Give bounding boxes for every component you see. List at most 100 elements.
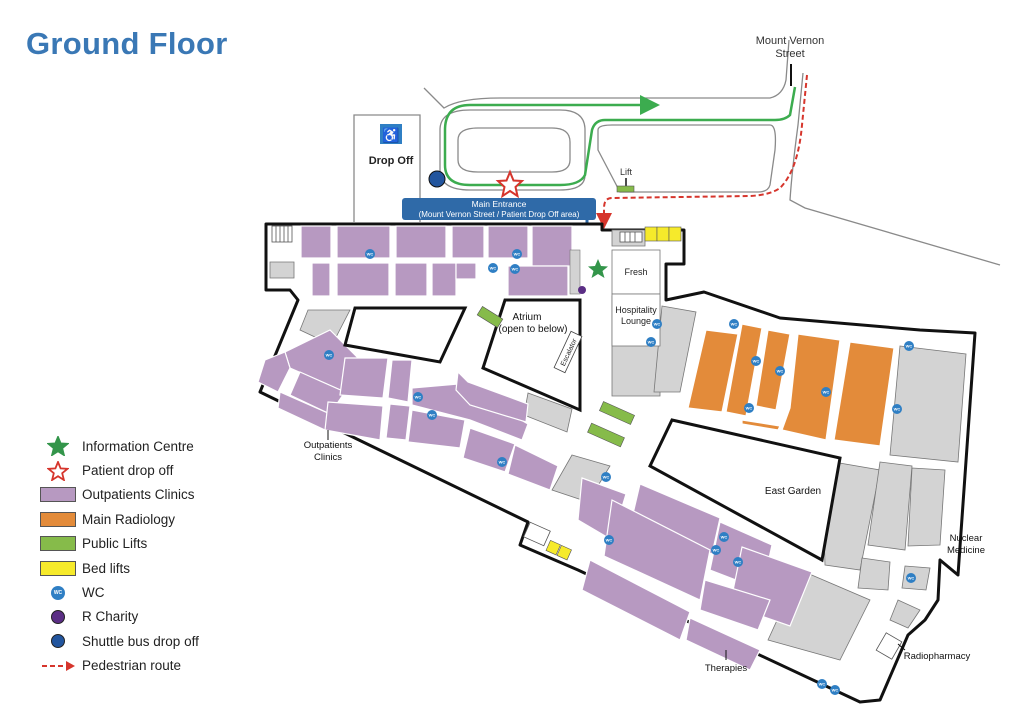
wc-badge-text: WC	[514, 252, 521, 257]
wc-icon	[904, 341, 914, 351]
wc-badge-text: WC	[429, 413, 436, 418]
dot-icon	[40, 607, 82, 627]
escalator[interactable]	[553, 330, 583, 374]
shuttle-bus-marker[interactable]	[428, 170, 446, 188]
lift-label: Lift	[620, 167, 633, 177]
wc-badge-text: WC	[654, 322, 661, 327]
fresh-label: Fresh	[624, 267, 647, 277]
wc-badge-text: WC	[746, 406, 753, 411]
outpatients-clinics[interactable]	[257, 225, 813, 671]
wc-badge-text: WC	[735, 560, 742, 565]
legend-item: Public Lifts	[40, 532, 280, 556]
wc-icon	[821, 387, 831, 397]
wc-icon	[711, 545, 721, 555]
east-garden: East Garden	[648, 418, 842, 563]
wheelchair-icon: ♿	[382, 127, 399, 144]
wc-badge-text: WC	[906, 344, 913, 349]
stairs	[271, 225, 903, 660]
wc-badge-text: WC	[908, 576, 915, 581]
street-label: Mount Vernon Street	[756, 35, 825, 86]
legend-item: Information Centre	[40, 434, 280, 458]
wc-icon	[646, 337, 656, 347]
wc-icon	[652, 319, 662, 329]
legend-item: R Charity	[40, 605, 280, 629]
legend-label: Outpatients Clinics	[82, 487, 195, 503]
area-labels: Outpatients Clinics Nuclear Medicine Rad…	[304, 430, 985, 674]
wc-badge-text: WC	[894, 407, 901, 412]
west-courtyard	[343, 306, 468, 364]
legend-label: Information Centre	[82, 438, 194, 454]
atrium: Atrium (open to below) Escalator	[481, 298, 583, 413]
wc-badge-text: WC	[367, 252, 374, 257]
wc-icon	[324, 350, 334, 360]
wc-icon: WC	[40, 583, 82, 603]
outpatients-label-line2: Clinics	[314, 452, 342, 463]
therapies-label: Therapies	[705, 663, 747, 674]
dot-icon	[40, 631, 82, 651]
wc-badge-text: WC	[606, 538, 613, 543]
r-charity-marker[interactable]	[578, 286, 586, 294]
east-garden-label: East Garden	[765, 486, 821, 497]
wc-icon	[729, 319, 739, 329]
wc-badge-text: WC	[819, 682, 826, 687]
color-swatch	[40, 534, 82, 554]
legend-item: Outpatients Clinics	[40, 483, 280, 507]
wc-icon	[510, 264, 520, 274]
wc-badge-text: WC	[832, 688, 839, 693]
legend-label: Pedestrian route	[82, 658, 182, 674]
drop-off-area: ♿ Drop Off	[369, 124, 525, 199]
public-lifts[interactable]	[476, 305, 635, 448]
wc-badges: WC WC WC WC WC WC WC WC WC WC WC WC WC WC WC WC WC WC WC WC…	[324, 249, 916, 695]
outdoor-lift: Lift	[616, 167, 635, 193]
wc-badge-text: WC	[490, 266, 497, 271]
wc-badge-text: WC	[512, 267, 519, 272]
radiopharmacy-label: Radiopharmacy	[904, 651, 971, 662]
main-radiology[interactable]	[687, 323, 895, 447]
color-swatch	[40, 485, 82, 505]
legend-item: Shuttle bus drop off	[40, 629, 280, 653]
star-outline-icon	[40, 460, 82, 481]
vehicle-route	[443, 86, 797, 187]
wc-icon	[906, 573, 916, 583]
legend-label: Public Lifts	[82, 536, 148, 552]
wc-icon	[775, 366, 785, 376]
patient-drop-off-star[interactable]	[495, 169, 525, 199]
wc-badge-text: WC	[415, 395, 422, 400]
wc-badge-text: WC	[326, 353, 333, 358]
wc-icon	[497, 457, 507, 467]
nuclear-label-line2: Medicine	[947, 545, 985, 556]
wc-icon	[719, 532, 729, 542]
legend-item: Patient drop off	[40, 458, 280, 482]
dashed-arrow-icon	[40, 656, 82, 676]
wc-icon	[512, 249, 522, 259]
legend-label: Main Radiology	[82, 511, 176, 527]
wc-badge-text: WC	[713, 548, 720, 553]
atrium-label-line1: Atrium	[513, 312, 542, 323]
star-icon	[40, 436, 82, 457]
wc-badge-text: WC	[753, 359, 760, 364]
legend-label: R Charity	[82, 609, 139, 625]
wc-badge-text: WC	[499, 460, 506, 465]
wc-icon	[744, 403, 754, 413]
street-label-line2: Street	[775, 48, 804, 60]
wc-badge-text: WC	[721, 535, 728, 540]
legend-label: WC	[82, 585, 105, 601]
wc-icon	[413, 392, 423, 402]
accessible-parking-icon	[380, 124, 402, 144]
wc-badge-text: WC	[823, 390, 830, 395]
information-centre-star[interactable]	[588, 259, 608, 278]
wc-icon	[817, 679, 827, 689]
street-label-line1: Mount Vernon	[756, 35, 825, 47]
wc-icon	[427, 410, 437, 420]
wc-badge-text: WC	[777, 369, 784, 374]
wc-icon	[365, 249, 375, 259]
wc-icon	[601, 472, 611, 482]
wc-icon	[751, 356, 761, 366]
wc-icon	[604, 535, 614, 545]
legend-label: Bed lifts	[82, 560, 131, 576]
bed-lifts[interactable]	[545, 226, 682, 561]
legend-label: Shuttle bus drop off	[82, 633, 199, 649]
drop-off-label: Drop Off	[369, 155, 414, 167]
